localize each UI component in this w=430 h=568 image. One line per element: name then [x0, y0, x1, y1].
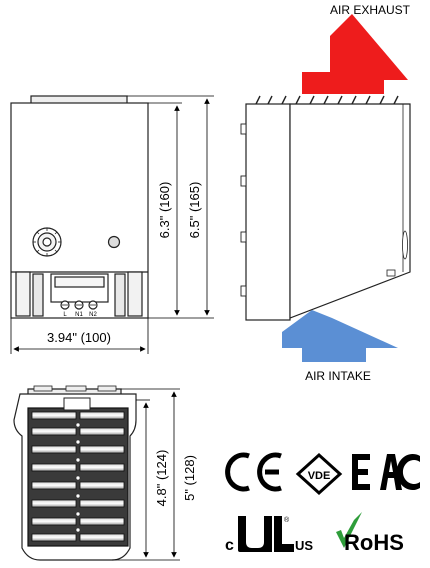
air-intake-arrow	[282, 310, 398, 362]
ul-mark-suffix: US	[295, 538, 313, 553]
bottom-dimension-lines	[112, 388, 180, 561]
eac-mark	[352, 453, 420, 491]
side-view	[240, 95, 411, 321]
ul-mark: c US ®	[225, 516, 313, 554]
vde-mark: VDE	[295, 452, 343, 496]
front-dimension-lines	[10, 95, 214, 354]
certification-marks: VDE c US ® RoHS	[225, 452, 420, 555]
rohs-mark: RoHS	[336, 512, 404, 555]
dim-bottom-height-outer: 5" (128)	[182, 455, 197, 501]
grille-slats	[31, 411, 125, 542]
air-exhaust-label: AIR EXHAUST	[330, 3, 411, 17]
terminal-label-n1: N1	[75, 312, 83, 318]
front-view	[10, 95, 149, 319]
side-top-fins	[255, 95, 399, 105]
rohs-check-icon	[336, 512, 362, 548]
bottom-view	[13, 385, 137, 561]
ce-mark	[225, 452, 282, 492]
dim-front-width: 3.94" (100)	[47, 330, 111, 345]
indicator-lamp	[107, 235, 121, 249]
dim-front-height-inner: 6.3" (160)	[157, 182, 172, 239]
side-body-front	[289, 103, 411, 319]
dim-front-height-outer: 6.5" (165)	[187, 182, 202, 239]
terminal-label-l: L	[63, 312, 67, 318]
air-intake-label: AIR INTAKE	[305, 369, 371, 383]
air-exhaust-arrow	[302, 14, 408, 94]
side-body-back	[245, 103, 291, 321]
svg-text:®: ®	[284, 516, 290, 524]
terminal-label-n2: N2	[89, 312, 97, 318]
vde-mark-text: VDE	[308, 470, 331, 482]
terminal-labels: L N1 N2	[63, 312, 97, 318]
rohs-mark-text: RoHS	[344, 530, 404, 555]
dim-bottom-height-inner: 4.8" (124)	[154, 450, 169, 507]
ul-mark-prefix: c	[225, 537, 234, 554]
